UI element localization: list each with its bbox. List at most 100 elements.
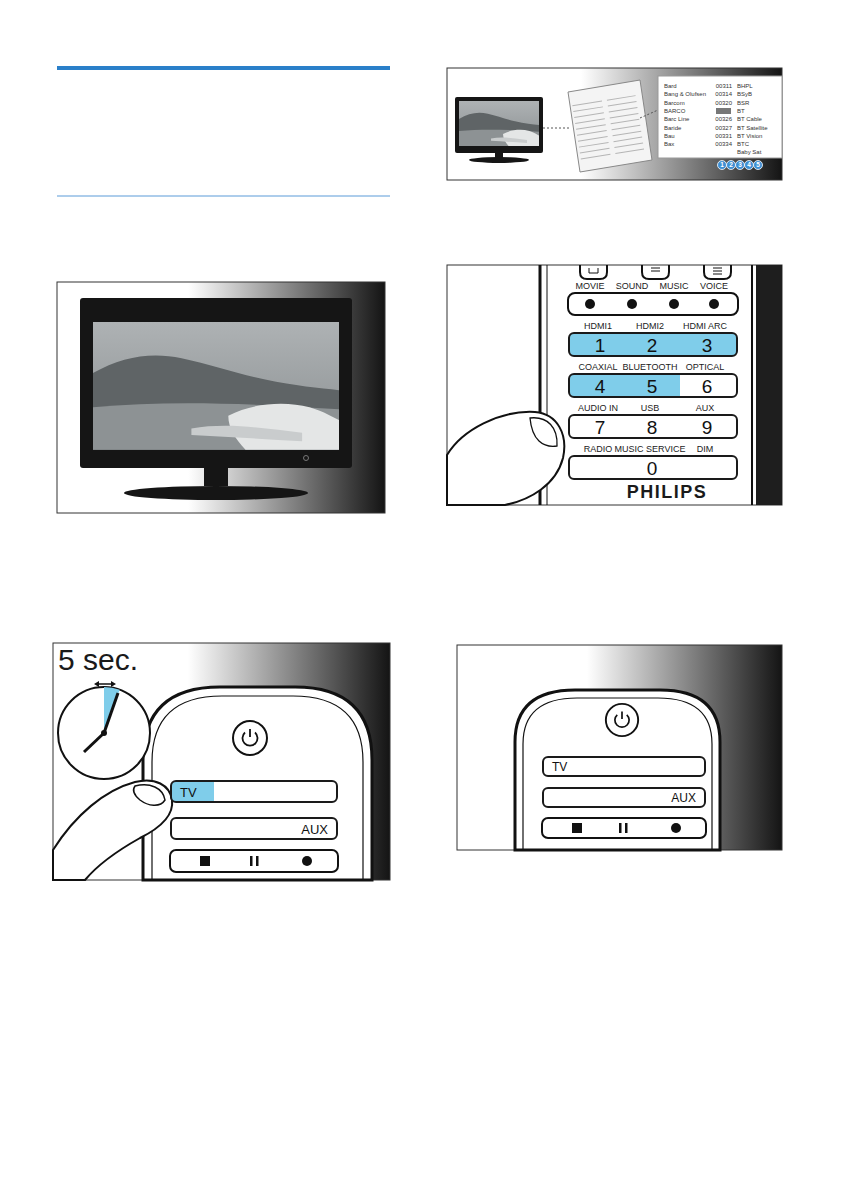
digit-number: 4: [747, 162, 751, 169]
key-row: 123: [568, 332, 738, 357]
code-list-brand: BARCO: [664, 108, 685, 114]
code-list-brand: BT: [737, 108, 745, 114]
code-booklet: [568, 80, 652, 172]
mode-dot: [627, 299, 637, 309]
button-label: TV: [552, 761, 567, 773]
pause-symbol: [250, 856, 253, 866]
button-label: AUX: [301, 822, 328, 835]
key-number: 1: [595, 335, 606, 354]
key-label: OPTICAL: [686, 363, 725, 372]
duration-arrow-head: [94, 681, 116, 687]
key-label: MUSIC SERVICE: [615, 445, 686, 454]
mode-dot: [585, 299, 595, 309]
code-list-brand: Baride: [664, 125, 681, 131]
mode-button-bar: [568, 293, 738, 315]
finger: [53, 781, 172, 880]
key-label: DIM: [697, 445, 714, 454]
key-label: AUX: [696, 404, 715, 413]
finger: [447, 412, 564, 505]
code-list-code: 00334: [715, 141, 732, 147]
pause-symbol: [625, 823, 628, 833]
code-list-code: 00331: [715, 133, 732, 139]
duration-caption: 5 sec.: [58, 645, 138, 675]
code-list-zoom: [658, 76, 782, 158]
key-number: 6: [702, 376, 713, 395]
tv-set: [455, 97, 543, 153]
clock-wedge: [104, 687, 120, 733]
code-list-brand: Barcom: [664, 100, 685, 106]
code-list-brand: Barc Line: [664, 116, 689, 122]
code-list-brand: BHPL: [737, 83, 753, 89]
code-list-brand: BT Cable: [737, 116, 762, 122]
transport-button: [170, 850, 338, 872]
transport-button: [542, 818, 706, 838]
mode-dot: [669, 299, 679, 309]
key-number: 7: [595, 417, 606, 436]
key-label: USB: [641, 404, 660, 413]
fingernail: [134, 785, 165, 806]
code-list-brand: BSyB: [737, 91, 752, 97]
digit-number: 1: [720, 162, 724, 169]
code-list-brand: BT Satellite: [737, 125, 768, 131]
mode-dot: [709, 299, 719, 309]
partial-buttons: [580, 265, 731, 279]
code-list-brand: Bard: [664, 83, 677, 89]
code-list-code: 00311: [716, 83, 732, 89]
digit-circle: [745, 161, 754, 170]
code-marker: [716, 108, 731, 114]
step-panel: [457, 645, 782, 850]
button-icons: [589, 268, 722, 274]
code-list-brand: Baby Sat: [737, 149, 761, 155]
digit-circle: [718, 161, 727, 170]
key-label: BLUETOOTH: [623, 363, 678, 372]
key-label: COAXIAL: [578, 363, 617, 372]
heading-rule: [57, 196, 390, 197]
key-number: 3: [702, 335, 713, 354]
fingernail: [530, 418, 557, 447]
key-number: 9: [702, 417, 713, 436]
digit-number: 3: [738, 162, 742, 169]
remote-body: [143, 687, 372, 880]
key-label: VOICE: [700, 282, 728, 291]
key-label: RADIO: [584, 445, 613, 454]
dashed-leader: [543, 128, 570, 129]
code-list-code: 00320: [715, 100, 732, 106]
key-number: 4: [595, 376, 606, 395]
key-label: MOVIE: [575, 282, 604, 291]
code-list-code: 00327: [715, 125, 732, 131]
code-list-brand: Bang & Olufsen: [664, 91, 706, 97]
step-panel: [447, 265, 782, 505]
key-number: 0: [647, 458, 658, 477]
tv-picture: [459, 101, 539, 146]
remote-edge: [152, 696, 363, 880]
digit-circle: [727, 161, 736, 170]
clock-hand: [104, 693, 118, 733]
step-panel: [57, 282, 385, 513]
step-panel: [53, 643, 390, 880]
code-list-brand: Bax: [664, 141, 674, 147]
power-button: [606, 704, 638, 736]
tv-stand: [469, 157, 529, 163]
stop-symbol: [200, 856, 210, 866]
tv-button: TV: [170, 780, 338, 803]
code-list-code: 00326: [715, 116, 732, 122]
record-symbol: [302, 856, 312, 866]
clock-hand: [84, 733, 104, 752]
remote-edge: [523, 698, 712, 850]
code-list-code: 00314: [715, 91, 732, 97]
key-number: 5: [647, 376, 658, 395]
dashed-leader: [640, 110, 658, 118]
digit-circle: [754, 161, 763, 170]
code-list-brand: BT Vision: [737, 133, 762, 139]
booklet-lines: [572, 96, 644, 159]
clock-centre: [101, 730, 107, 736]
key-row: 0: [568, 455, 738, 480]
power-button: [233, 721, 267, 755]
record-symbol: [671, 823, 681, 833]
tv-led: [304, 456, 309, 461]
code-list-brand: BSR: [737, 100, 749, 106]
key-label: HDMI ARC: [683, 322, 727, 331]
